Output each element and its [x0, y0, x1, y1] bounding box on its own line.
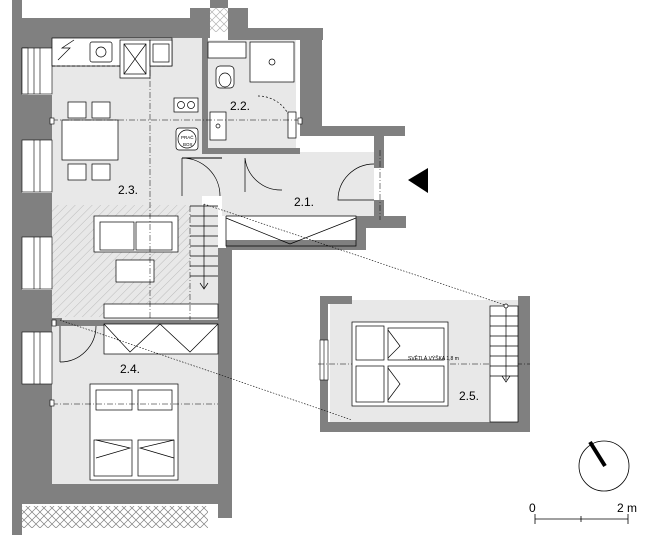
- room-label-2-2: 2.2.: [230, 99, 250, 113]
- windows: [21, 47, 329, 385]
- party-wall-hatch-top: [210, 8, 228, 32]
- entrance-arrow-icon: [408, 168, 428, 193]
- scale-start: 0: [529, 501, 536, 515]
- kitchen-counter: [51, 37, 199, 151]
- scale-end: 2 m: [617, 501, 637, 515]
- room-label-2-3: 2.3.: [118, 183, 138, 197]
- walls: [12, 0, 530, 535]
- room-label-2-5: 2.5.: [459, 389, 479, 403]
- projection-lines: [59, 203, 509, 421]
- stairs: [190, 204, 357, 290]
- washer-label: PRAČ: [181, 134, 194, 140]
- north-arrow-icon: [578, 440, 630, 492]
- doors: [59, 157, 375, 363]
- bed: [89, 383, 179, 481]
- room-label-2-1: 2.1.: [294, 195, 314, 209]
- scale-bar: [534, 514, 629, 524]
- dining-table: [61, 101, 119, 181]
- mezzanine-stairs: [489, 303, 519, 423]
- sofa: [93, 215, 219, 319]
- party-wall-hatch: [12, 506, 208, 528]
- room-label-2-4: 2.4.: [120, 362, 140, 376]
- bathroom-fixtures: [207, 41, 297, 141]
- washer-label-2: BOX: [183, 142, 193, 147]
- wardrobe: [103, 323, 219, 355]
- mezzanine-height-note: SVĚTLÁ VÝŠKA 1,8 m: [408, 354, 459, 362]
- mezzanine-bed: [351, 321, 449, 407]
- section-marks: [49, 117, 303, 407]
